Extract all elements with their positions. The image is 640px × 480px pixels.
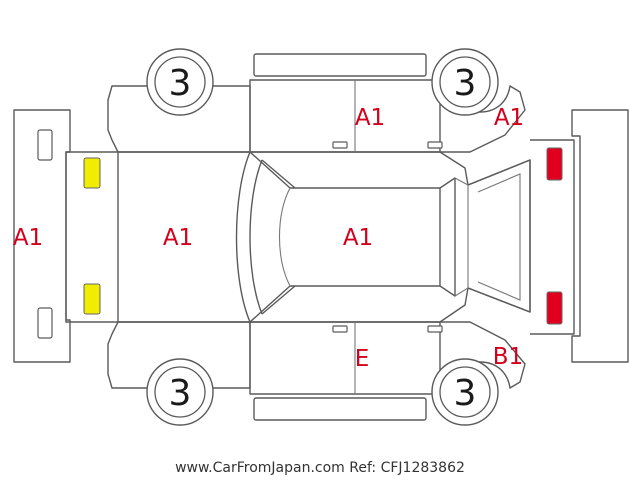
front-lamp-group — [83, 157, 101, 315]
code-front-bumper: A1 — [13, 225, 43, 251]
wheel-front-left: 3 — [146, 48, 214, 116]
rear-bumper — [530, 109, 629, 363]
rear-lamp-bottom — [546, 291, 563, 325]
wheel-rear-left-grade: 3 — [454, 63, 477, 104]
source-reference: www.CarFromJapan.com Ref: CFJ1283862 — [175, 460, 465, 476]
wheel-rear-right: 3 — [431, 358, 499, 426]
wheel-front-left-grade: 3 — [169, 63, 192, 104]
wheel-rear-left: 3 — [431, 48, 499, 116]
code-hood: A1 — [163, 225, 193, 251]
front-lamp-top — [83, 157, 101, 189]
code-right-rear-quarter: B1 — [493, 344, 523, 370]
code-right-rear-door: E — [355, 346, 370, 372]
wheel-rear-right-grade: 3 — [454, 373, 477, 414]
code-left-rear-quarter: A1 — [494, 105, 524, 131]
car-body-outline — [65, 151, 531, 323]
wheel-front-right-grade: 3 — [169, 373, 192, 414]
code-left-rear-door: A1 — [355, 105, 385, 131]
left-side-panel — [107, 53, 526, 153]
code-roof: A1 — [343, 225, 373, 251]
rear-lamp-group — [546, 147, 563, 325]
wheel-front-right: 3 — [146, 358, 214, 426]
front-lamp-bottom — [83, 283, 101, 315]
rear-lamp-top — [546, 147, 563, 181]
